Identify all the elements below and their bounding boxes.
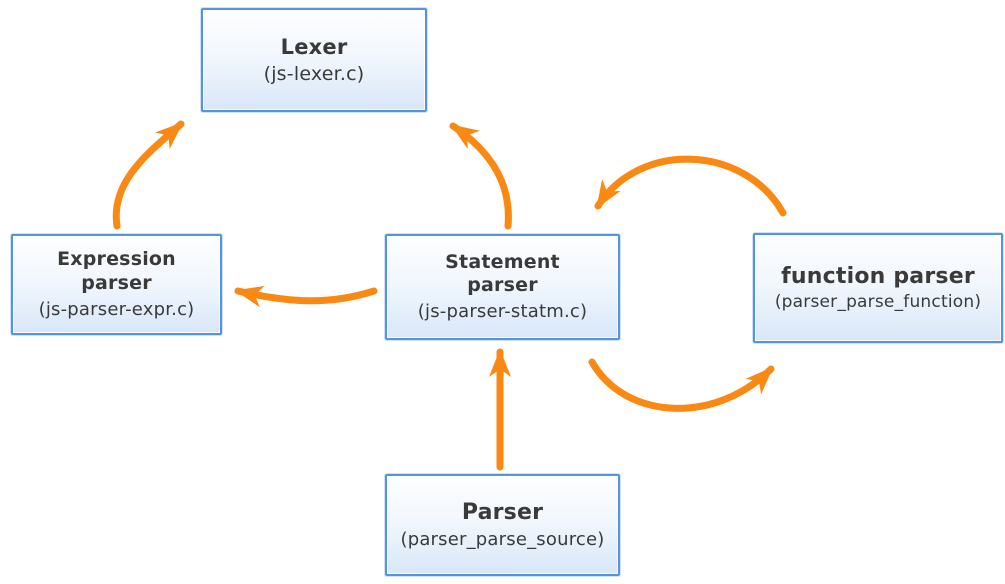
arrow-function-to-statement	[594, 155, 787, 217]
node-expression-parser-title: Expression parser	[57, 248, 176, 294]
arrow-expression-to-lexer	[112, 120, 185, 230]
arrow-statement-to-function	[588, 358, 775, 412]
node-lexer-subtitle: (js-lexer.c)	[263, 62, 365, 85]
node-statement-parser-title: Statement parser	[445, 250, 560, 297]
node-parser-subtitle: (parser_parse_source)	[400, 529, 605, 551]
node-expression-parser: Expression parser (js-parser-expr.c)	[11, 234, 222, 335]
node-statement-parser-subtitle: (js-parser-statm.c)	[417, 301, 588, 323]
node-parser: Parser (parser_parse_source)	[385, 474, 620, 576]
node-statement-parser: Statement parser (js-parser-statm.c)	[385, 234, 620, 340]
node-lexer: Lexer (js-lexer.c)	[201, 8, 427, 112]
node-lexer-title: Lexer	[280, 34, 348, 59]
node-function-parser-title: function parser	[781, 263, 975, 289]
arrow-statement-to-expression	[234, 285, 378, 308]
node-parser-title: Parser	[461, 499, 544, 525]
node-expression-parser-subtitle: (js-parser-expr.c)	[38, 298, 195, 320]
node-function-parser-subtitle: (parser_parse_function)	[774, 292, 982, 313]
node-function-parser: function parser (parser_parse_function)	[753, 233, 1003, 343]
arrow-statement-to-lexer	[449, 122, 512, 230]
